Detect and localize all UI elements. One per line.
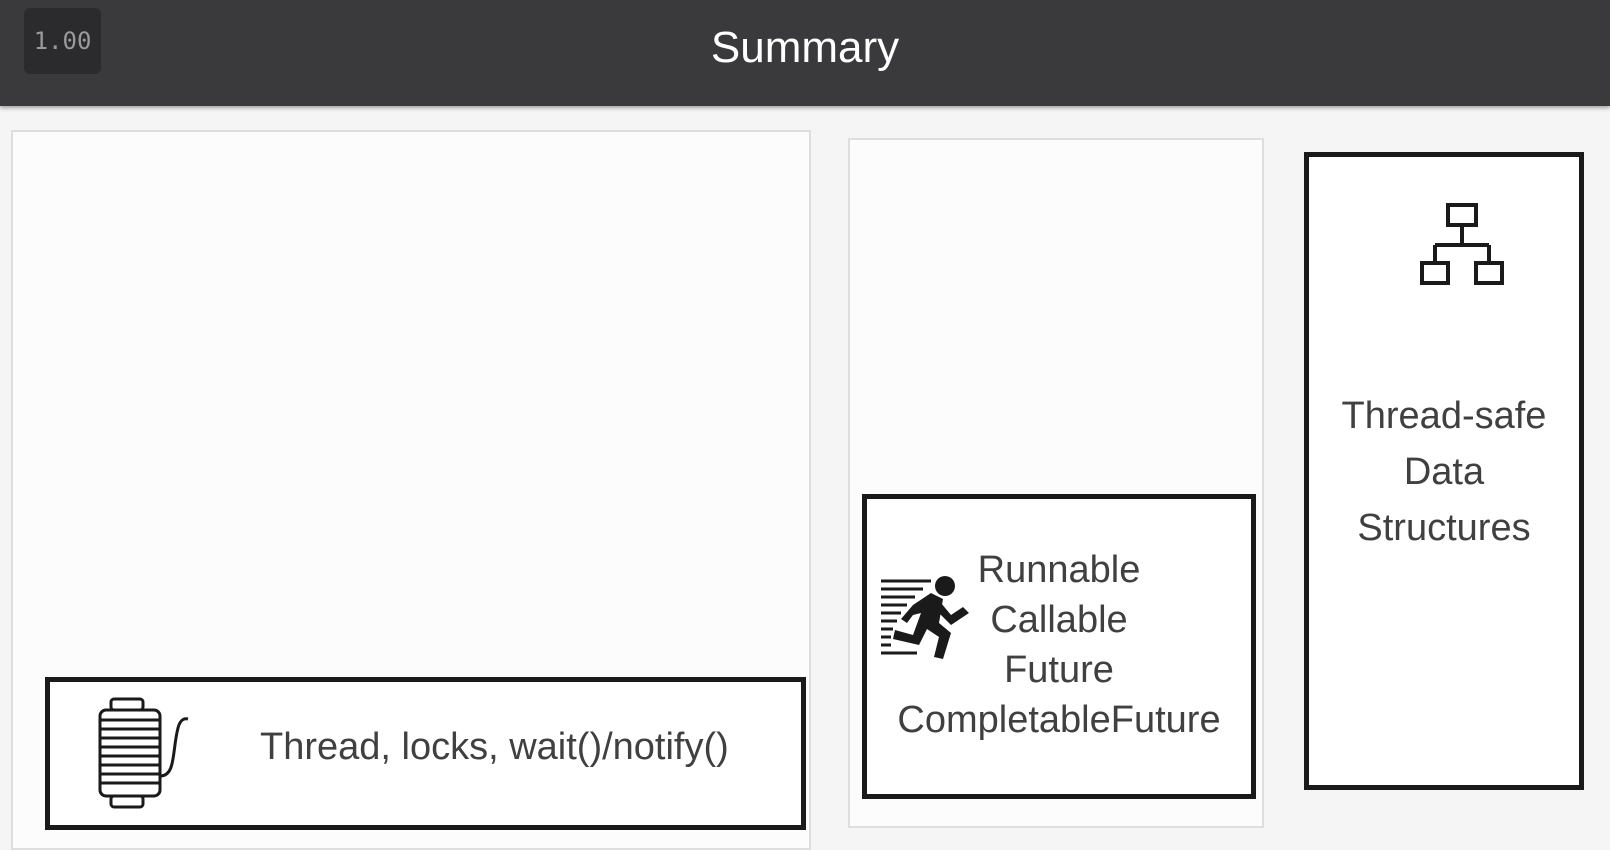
structures-card: Thread-safe Data Structures xyxy=(1304,152,1584,790)
tasks-line-future: Future xyxy=(1004,649,1114,691)
tasks-line-runnable: Runnable xyxy=(977,549,1141,591)
structures-line-3: Structures xyxy=(1357,507,1531,549)
threads-label: Thread, locks, wait()/notify() xyxy=(260,726,729,768)
playback-speed-button[interactable]: 1.00 xyxy=(24,8,101,74)
hierarchy-icon xyxy=(1420,203,1504,285)
tasks-line-callable: Callable xyxy=(990,599,1128,641)
tasks-card: Runnable Callable Future CompletableFutu… xyxy=(862,494,1256,799)
title-bar: Summary 1.00 xyxy=(0,0,1610,106)
thread-spool-icon xyxy=(98,697,189,809)
tasks-line-completablefuture: CompletableFuture xyxy=(897,699,1221,741)
page-title: Summary xyxy=(710,23,900,72)
structures-line-2: Data xyxy=(1403,451,1485,493)
structures-line-1: Thread-safe xyxy=(1341,395,1547,437)
running-person-icon xyxy=(881,576,969,659)
threads-card: Thread, locks, wait()/notify() xyxy=(45,677,806,830)
